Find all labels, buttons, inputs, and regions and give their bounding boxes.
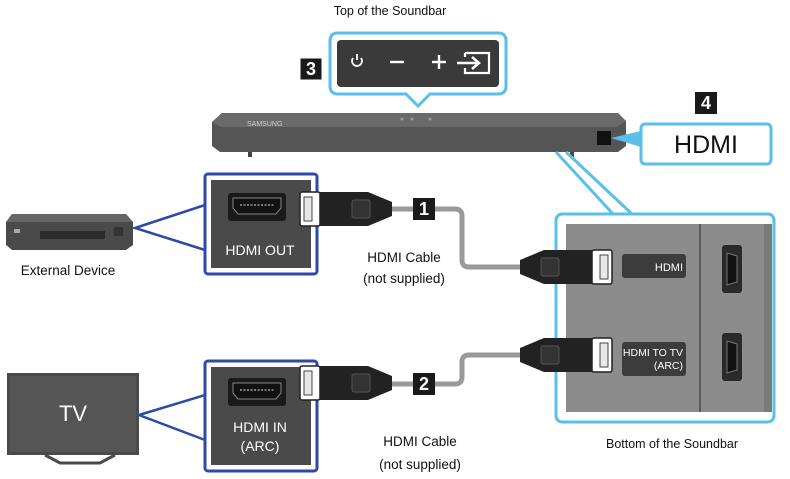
top-of-soundbar-label: Top of the Soundbar <box>334 4 447 18</box>
source-input-icon[interactable] <box>457 51 491 75</box>
tv-label: TV <box>59 401 87 426</box>
hdmi-in-arc-label: (ARC) <box>241 438 280 454</box>
hdmi-out-port: HDMI OUT <box>203 172 319 276</box>
step-1-badge: 1 <box>413 198 435 220</box>
soundbar-port-hdmi-label: HDMI <box>655 262 683 274</box>
step-2-badge: 2 <box>413 373 435 395</box>
upper-cable-label: HDMI Cable <box>367 250 441 265</box>
upper-cable-note: (not supplied) <box>363 271 445 286</box>
hdmi-callout: HDMI <box>639 122 773 166</box>
external-device <box>6 214 133 250</box>
plus-icon[interactable] <box>432 55 446 69</box>
hdmi-out-label: HDMI OUT <box>225 242 295 258</box>
external-device-label: External Device <box>21 263 116 278</box>
brand-logo: SAMSUNG <box>247 121 282 128</box>
bottom-panel-callout: HDMI HDMI TO TV (ARC) <box>554 150 776 424</box>
power-icon[interactable] <box>351 54 363 67</box>
upper-hdmi-cable <box>299 191 613 285</box>
svg-text:3: 3 <box>306 59 316 79</box>
soundbar-hdmi-to-tv-socket[interactable] <box>722 333 742 381</box>
soundbar-hdmi-socket[interactable] <box>722 245 742 293</box>
tv: TV <box>7 373 139 465</box>
soundbar-port-hdmi-to-tv-label: HDMI TO TV <box>623 347 683 359</box>
external-device-pointer <box>130 203 207 252</box>
soundbar: SAMSUNG <box>212 113 626 157</box>
step-3-badge: 3 <box>299 57 323 81</box>
svg-text:2: 2 <box>419 374 429 394</box>
tv-pointer <box>135 393 207 442</box>
lower-cable-label: HDMI Cable <box>383 434 457 449</box>
svg-text:1: 1 <box>419 199 429 219</box>
hdmi-callout-pointer <box>611 131 641 147</box>
hdmi-in-label: HDMI IN <box>233 419 287 435</box>
bottom-of-soundbar-label: Bottom of the Soundbar <box>606 437 738 451</box>
soundbar-hdmi-port-marker <box>597 131 611 145</box>
svg-text:4: 4 <box>701 93 711 113</box>
lower-cable-note: (not supplied) <box>379 457 461 472</box>
lower-hdmi-cable <box>299 337 613 401</box>
top-buttons-callout <box>328 31 508 109</box>
svg-text:(ARC): (ARC) <box>654 360 683 372</box>
hdmi-in-arc-port: HDMI IN (ARC) <box>203 359 319 473</box>
step-4-badge: 4 <box>695 92 717 114</box>
svg-text:HDMI: HDMI <box>674 131 738 159</box>
